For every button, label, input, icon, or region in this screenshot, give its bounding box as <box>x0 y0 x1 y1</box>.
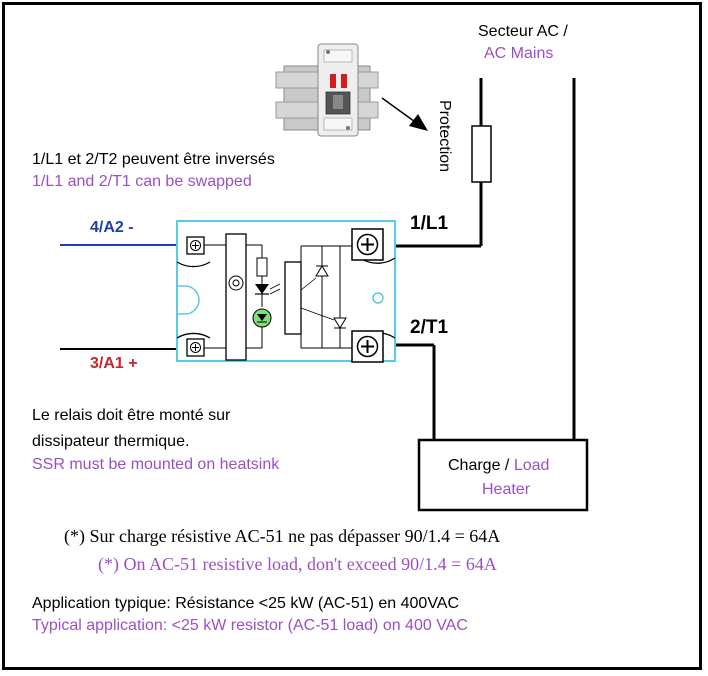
terminal-a2-screw <box>186 236 205 255</box>
circuit-breaker-image <box>275 43 379 137</box>
terminal-a1-screw <box>186 338 205 357</box>
heatsink-note-en: SSR must be mounted on heatsink <box>32 456 280 473</box>
trigger-block <box>284 261 302 335</box>
input-block <box>225 233 247 361</box>
load-label-heater: Heater <box>482 481 531 498</box>
swap-note-en: 1/L1 and 2/T1 can be swapped <box>32 173 252 190</box>
thyristor-up <box>315 265 329 277</box>
mains-label-fr: Secteur AC / <box>478 23 568 40</box>
terminal-a1-label: 3/A1 + <box>90 355 138 372</box>
terminal-l1-screw <box>351 228 384 261</box>
mount-hole-right <box>372 292 384 304</box>
mains-label-en: AC Mains <box>484 45 554 62</box>
heatsink-note-fr-1: Le relais doit être monté sur <box>32 407 231 424</box>
resistor <box>256 257 268 277</box>
thyristor-down <box>333 317 347 329</box>
heatsink-note-fr-2: dissipateur thermique. <box>32 433 190 450</box>
resistive-note-fr: (*) Sur charge résistive AC-51 ne pas dé… <box>64 526 501 546</box>
breaker-arrow <box>381 97 419 125</box>
terminal-l1-label: 1/L1 <box>410 213 449 234</box>
terminal-a2-label: 4/A2 - <box>90 219 134 236</box>
swap-note-fr: 1/L1 et 2/T2 peuvent être inversés <box>32 151 275 168</box>
application-en: Typical application: <25 kW resistor (AC… <box>32 617 468 634</box>
load-box <box>417 438 589 512</box>
load-label-fr: Charge / <box>448 457 514 474</box>
fuse-symbol <box>471 125 492 183</box>
resistive-note-en: (*) On AC-51 resistive load, don't excee… <box>98 554 497 574</box>
mount-slot-left <box>177 285 200 315</box>
diagram-frame <box>2 2 702 670</box>
terminal-t1-screw <box>351 330 384 363</box>
load-label-line1: Charge / Load <box>448 456 549 476</box>
optocoupler-diode <box>255 284 269 294</box>
load-label-en: Load <box>513 457 550 474</box>
mount-notch-left <box>176 261 211 339</box>
terminal-t1-label: 2/T1 <box>410 317 449 338</box>
application-fr: Application typique: Résistance <25 kW (… <box>32 595 460 612</box>
protection-label: Protection <box>436 100 453 173</box>
